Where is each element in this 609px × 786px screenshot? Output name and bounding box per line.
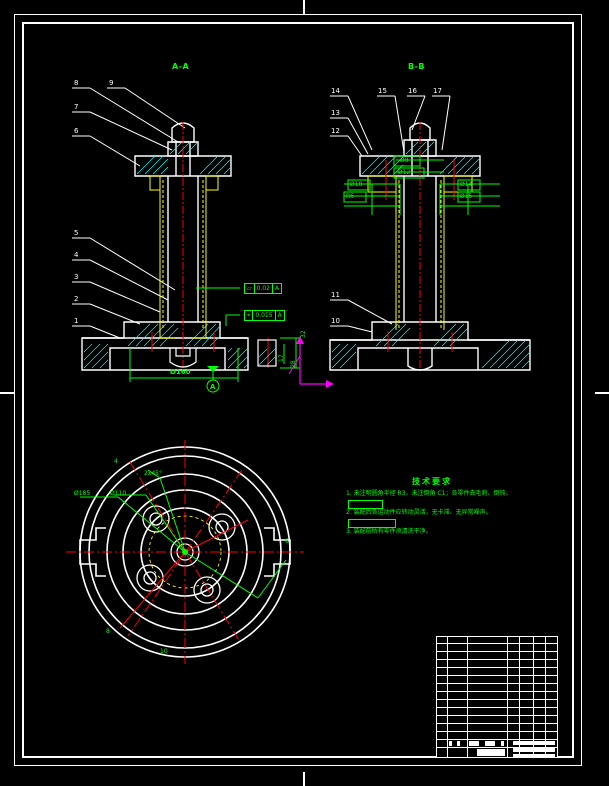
sheet-inner-frame: [22, 22, 574, 758]
balloon-5: 5: [74, 229, 79, 237]
balloon-16: 16: [408, 87, 417, 95]
balloon-15: 15: [378, 87, 387, 95]
registration-tick-top: [303, 0, 305, 14]
tolerance-frame-flatness: ⏥ 0.02 A: [244, 283, 283, 294]
tolerance-datum-flatness: A: [274, 285, 280, 292]
tolerance-datum-position: A: [277, 312, 282, 319]
balloon-1: 1: [74, 317, 79, 325]
note-line-3: 3. 装配前所有零件须清洗干净。: [346, 528, 432, 535]
dim-bb-d18: Ø18: [350, 181, 363, 188]
plan-dim-d185: Ø185: [74, 490, 91, 497]
note-line-2: 2. 装配后各运动件应转动灵活，无卡滞、无异常噪声。: [346, 509, 492, 516]
section-b-label: B-B: [408, 62, 426, 71]
tolerance-value-flatness: 0.02: [255, 284, 273, 293]
dim-bb-r6: R6: [346, 193, 354, 200]
note-box-1: [348, 500, 383, 509]
dim-bb-d12: Ø12: [398, 169, 411, 176]
balloon-14: 14: [331, 87, 340, 95]
note-box-2: [348, 519, 396, 528]
balloon-13: 13: [331, 109, 340, 117]
plan-dim-chamfer: 2x45°: [144, 470, 163, 477]
notes-title: 技术要求: [412, 477, 452, 486]
balloon-7: 7: [74, 103, 79, 111]
plan-dim-6: 6: [285, 538, 289, 545]
datum-label-a: A: [210, 383, 216, 391]
registration-tick-bottom: [303, 772, 305, 786]
title-block: [436, 636, 558, 758]
balloon-6: 6: [74, 127, 79, 135]
tolerance-symbol-position: ⌖: [245, 311, 254, 320]
tolerance-value-position: 0.015: [253, 311, 276, 320]
section-a-label: A-A: [172, 62, 190, 71]
tolerance-symbol-flatness: ⏥: [245, 284, 255, 293]
balloon-12: 12: [331, 127, 340, 135]
sheet-outer-frame: [14, 14, 582, 766]
registration-tick-right: [595, 392, 609, 394]
balloon-17: 17: [433, 87, 442, 95]
balloon-4: 4: [74, 251, 79, 259]
plan-dim-d110: Ø110: [110, 490, 127, 497]
balloon-11: 11: [331, 291, 340, 299]
plan-dim-10: 10: [160, 648, 168, 655]
balloon-9: 9: [109, 79, 114, 87]
datum-triangle: [207, 366, 219, 372]
dim-overall-diameter: Ø160: [170, 368, 191, 376]
plan-dim-4: 4: [114, 458, 118, 465]
balloon-8: 8: [74, 79, 79, 87]
balloon-3: 3: [74, 273, 79, 281]
balloon-10: 10: [331, 317, 340, 325]
balloon-2: 2: [74, 295, 79, 303]
note-line-1: 1. 未注明圆角半径 R3，未注倒角 C1；各零件去毛刺、倒钝。: [346, 490, 512, 497]
dim-bb-d8: Ø8: [400, 157, 409, 164]
tolerance-frame-position: ⌖ 0.015 A: [244, 310, 285, 321]
dim-bb-d14: Ø14: [460, 181, 473, 188]
plan-dim-8: 8: [106, 628, 110, 635]
registration-tick-left: [0, 392, 14, 394]
dim-bb-d15: Ø15: [460, 193, 473, 200]
